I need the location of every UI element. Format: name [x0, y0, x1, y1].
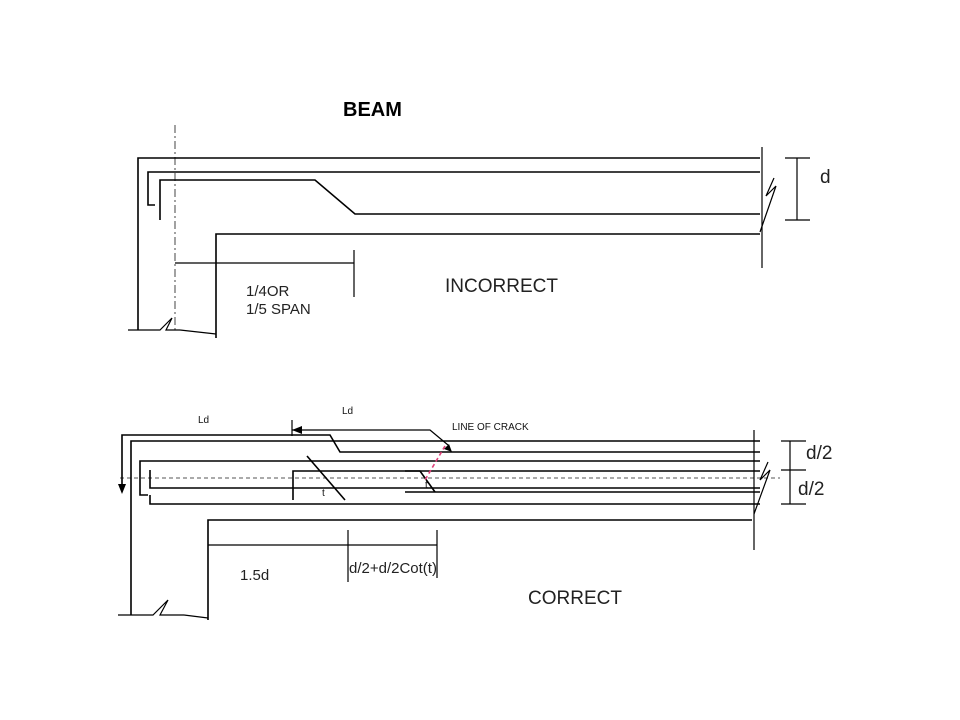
- dim-formula-label: d/2+d/2Cot(t): [349, 560, 437, 577]
- ld-left-label: Ld: [198, 415, 209, 426]
- dim-half-bottom-label: d/2: [798, 479, 824, 500]
- ld-right-arrowhead: [292, 426, 302, 434]
- curtailed-bar-1: [292, 470, 760, 500]
- ld-right-label: Ld: [342, 406, 353, 417]
- curtailed-bar-1-bend: [306, 455, 346, 501]
- correct-detail: t t LINE OF CRACK Ld Ld d/2 d/2 1.5d d/2…: [118, 406, 832, 620]
- dim-half-top-label: d/2: [806, 443, 832, 464]
- ld-left-arrowhead: [118, 484, 126, 494]
- main-bar-bottom: [149, 495, 760, 505]
- column-base-break: [118, 599, 184, 616]
- right-break-mark: [753, 461, 771, 515]
- line-of-crack-label: LINE OF CRACK: [452, 422, 529, 433]
- dim-1-5d-label: 1.5d: [240, 567, 269, 584]
- second-top-bar: [147, 171, 760, 206]
- curtailed-bar-2: [405, 470, 436, 493]
- line-of-crack: [424, 445, 446, 481]
- dim-span-label-line2: 1/5 SPAN: [246, 301, 311, 318]
- cranked-bar: [159, 179, 760, 220]
- ld-left-bar: [121, 434, 760, 490]
- right-break-mark: [759, 177, 777, 233]
- anchored-bar: [149, 470, 760, 489]
- second-top-bar: [139, 460, 760, 496]
- correct-caption: CORRECT: [528, 588, 622, 609]
- incorrect-detail: d 1/4OR 1/5 SPAN INCORRECT: [128, 125, 831, 338]
- ld-right-leader: [292, 429, 449, 446]
- outer-top-bar: [137, 157, 760, 330]
- dim-d-label: d: [820, 167, 831, 188]
- incorrect-caption: INCORRECT: [445, 276, 558, 297]
- column-base-break: [128, 317, 180, 331]
- angle-label-left: t: [322, 488, 325, 499]
- angle-label-right: t: [425, 480, 428, 491]
- column-base-link: [179, 329, 217, 335]
- bottom-bar: [207, 519, 752, 620]
- column-base-link: [183, 614, 209, 619]
- dim-span-label-line1: 1/4OR: [246, 283, 290, 300]
- diagram-title: BEAM: [343, 99, 402, 121]
- crack-arrowhead: [444, 444, 452, 452]
- bottom-bar: [215, 233, 760, 338]
- outer-top-bar: [130, 440, 760, 615]
